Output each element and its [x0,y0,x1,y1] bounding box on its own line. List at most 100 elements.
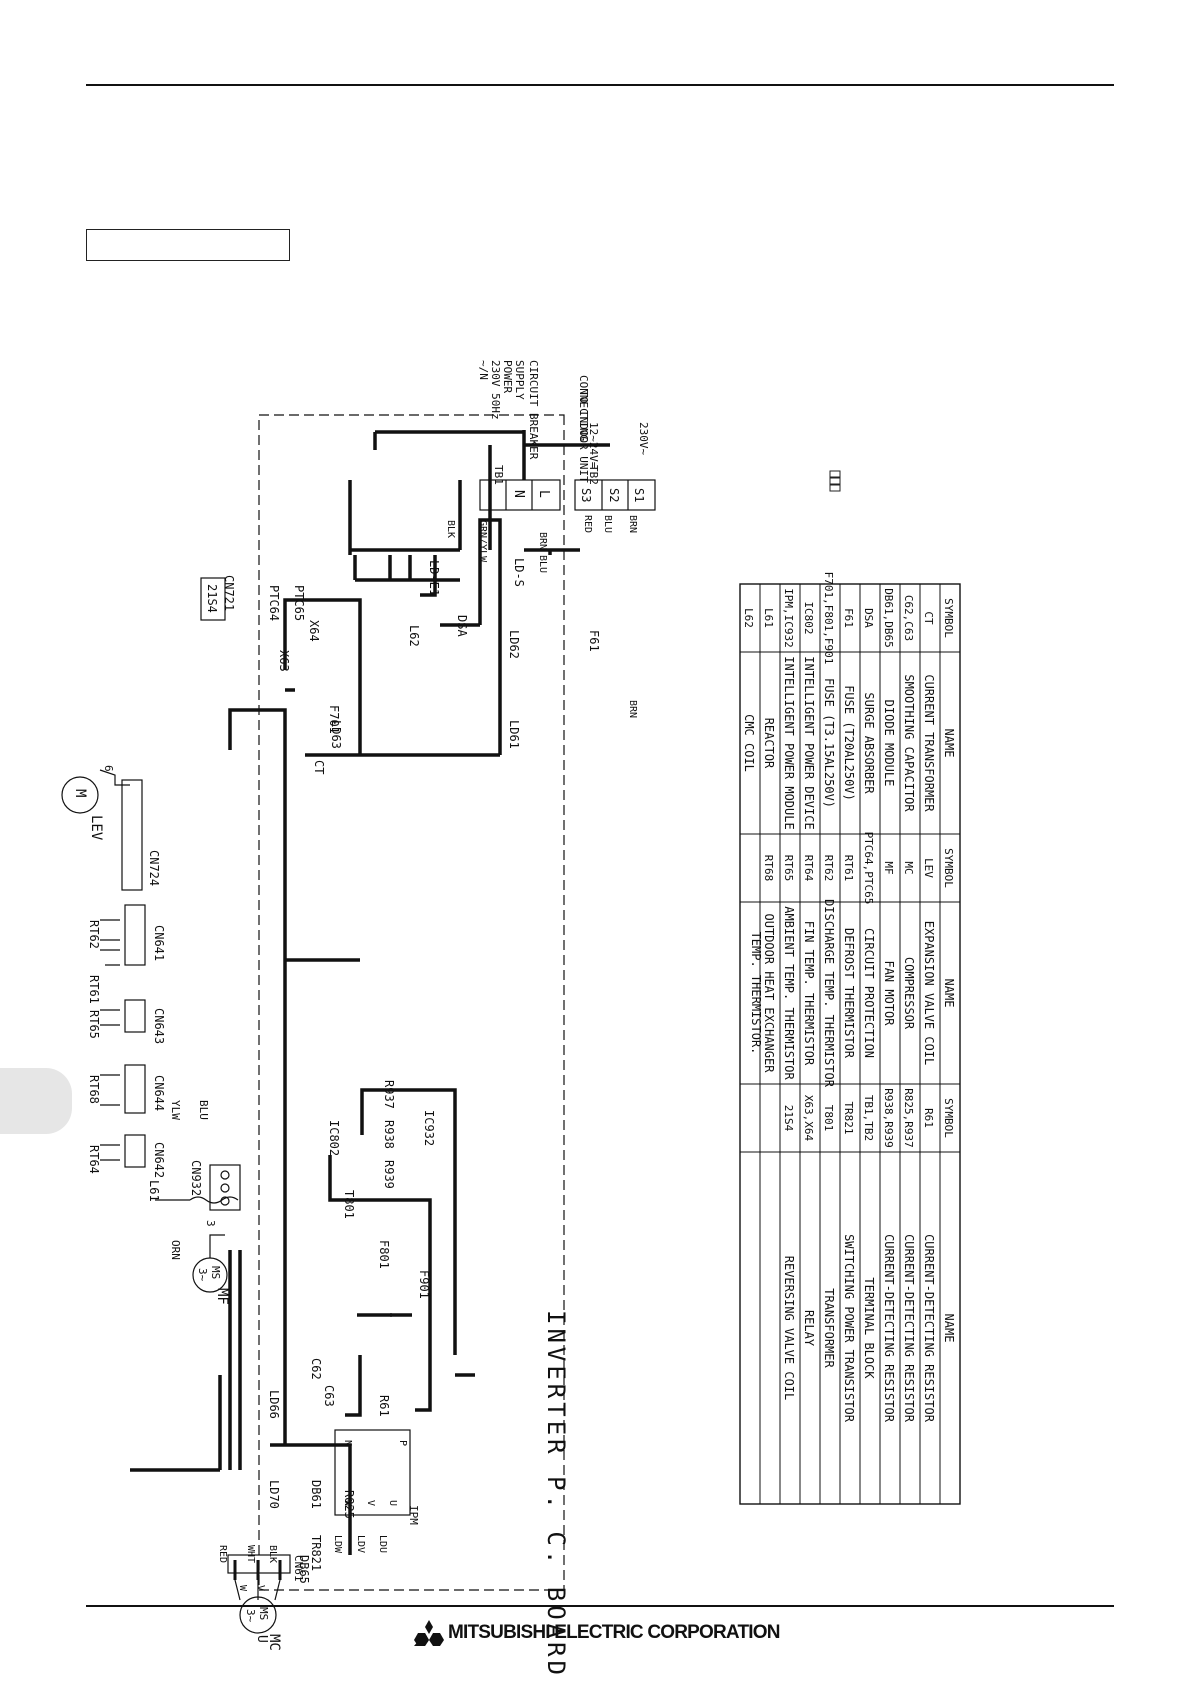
legend-cell: SMOOTHING CAPACITOR [902,674,916,812]
power-bus [348,430,610,582]
lev-count: 6 [102,765,115,772]
thermistor-connectors: CN641 RT61 RT62 CN643 RT65 CN644 RT68 CN… [87,904,166,1178]
board-border [258,414,565,1591]
legend-cell: RT65 [782,855,795,882]
legend-cell: CT [922,611,935,625]
legend-cell: REACTOR [762,718,776,769]
comp-red: RED [217,1545,228,1563]
thick-bus [130,518,502,1555]
tb1-n: N [511,490,526,498]
legend-cell: L62 [742,608,755,628]
c62-label: C62 [309,1358,323,1380]
rt64-label: RT64 [87,1145,101,1174]
l61-orn: ORN [169,1240,182,1260]
tb2-s2: S2 [607,488,621,502]
legend-cell: X63,X64 [802,1095,815,1142]
tb1-label: TB1 [492,465,505,485]
legend-cell: SURGE ABSORBER [862,692,876,794]
legend-cell: PTC64,PTC65 [862,832,875,905]
terminal-blocks: TB1 N L TB2 S3 S2 S1 [479,465,656,511]
legend-cell: LEV [922,858,935,878]
board-title: INVERTER P. C. BOARD [542,1310,570,1679]
legend-cell: COMPRESSOR [902,957,916,1030]
lds-label: LD-S [512,558,526,587]
fan-count: 3 [204,1220,217,1227]
rt68-label: RT68 [87,1075,101,1104]
ct-label: CT [312,760,326,774]
rt61-label: RT61 [87,975,101,1004]
legend-cell: DISCHARGE TEMP. THERMISTOR [822,899,836,1088]
wire-brn2: BRN [627,515,638,533]
ld63-label: LD63 [329,720,343,749]
legend-cell: CMC COIL [742,714,756,772]
indoor-1: TO INDOOR UNIT [577,390,590,483]
ptc64-label: PTC64 [267,585,281,621]
legend-cell: CURRENT-DETECTING RESISTOR [922,1234,936,1423]
reversing-valve: 21S4 [200,577,226,621]
lev-motor: M LEV 6 CN724 [61,765,161,891]
legend-cell: R938,R939 [882,1088,895,1148]
legend-cell: CURRENT TRANSFORMER [922,674,936,812]
legend-cell: DEFROST THERMISTOR [842,928,856,1059]
section-label-box [86,229,290,261]
cn721-label: CN721 [222,575,236,611]
legend-cell: AMBIENT TEMP. THERMISTOR [782,906,796,1080]
wire-blk: BLK [445,520,456,538]
small-mark [829,470,841,492]
cn644-label: CN644 [152,1075,166,1111]
compressor-connector: CN61 RED WHT BLK W V U [217,1545,305,1643]
legend-cell: TB1,TB2 [862,1095,875,1141]
lev-label: LEV [88,815,104,841]
supply-4: SUPPLY [513,360,526,400]
reactor-l61: L61 ORN YLW BLU [147,1100,239,1260]
ipm-block: IPM N W V U P LDW LDV LDU [332,1429,420,1554]
compressor-motor: MS 3~ MC [233,1560,282,1651]
legend-cell: REVERSING VALVE COIL [782,1256,796,1401]
legend-cell: RT68 [762,855,775,882]
legend-cell: TERMINAL BLOCK [862,1277,876,1379]
legend-cell: SWITCHING POWER TRANSISTOR [842,1234,856,1423]
wire-blu2: BLU [602,515,613,533]
voltage-low: 12~24V= [587,422,600,469]
wire-grnylw: GRN/YLW [477,520,488,563]
tb1-l: L [536,490,551,498]
wire-blu1: BLU [537,555,548,573]
legend-cell: NAME [942,729,956,758]
breaker-label: CIRCUIT BREAKER [527,360,540,460]
lde1-label: LD-E1 [427,560,441,596]
indoor-2: CONNECTING [577,375,590,441]
r938-label: R938 [382,1120,396,1149]
side-index-tab [0,1068,72,1134]
db61-label: DB61 [309,1480,323,1509]
fan-connector-label: CN932 [189,1160,203,1196]
supply-2: 230V 50Hz [489,360,502,420]
brand-text: MITSUBISHI ELECTRIC CORPORATION [448,1622,780,1643]
ldv-label: LDV [355,1535,366,1553]
legend-cell: R61 [922,1108,935,1128]
tb2-s1: S1 [632,488,646,502]
comp-blk: BLK [267,1545,278,1563]
legend-cell: IPM,IC932 [782,588,795,648]
legend-cell: FUSE (T20AL250V) [842,685,856,801]
legend-cell: 21S4 [782,1105,795,1132]
s4-label: 21S4 [205,584,219,613]
l61-ylw: YLW [169,1100,182,1120]
tb2-label: TB2 [587,465,600,485]
legend-cell: DIODE MODULE [882,700,896,787]
legend-text: SYMBOLNAMESYMBOLNAMESYMBOLNAMECTCURRENT … [742,572,956,1423]
legend-cell: FUSE (T3.15AL250V) [822,678,836,808]
legend-cell: SYMBOL [942,1098,955,1138]
cn641-label: CN641 [152,925,166,961]
ld61-label: LD61 [507,720,521,749]
ptc65-label: PTC65 [292,585,306,621]
ldu-label: LDU [377,1535,388,1553]
ldw-label: LDW [332,1535,343,1554]
f901-label: F901 [417,1270,431,1299]
parts-labels: LD70 LD66 DB61 DB65 TR821 R825 C63 C62 R… [222,558,601,1584]
comp-w: W [237,1585,248,1592]
legend-table: SYMBOLNAMESYMBOLNAMESYMBOLNAMECTCURRENT … [739,572,961,1505]
r61-label: R61 [377,1395,391,1417]
legend-cell: FAN MOTOR [882,960,896,1026]
legend-cell: CURRENT-DETECTING RESISTOR [882,1234,896,1423]
ipm-label: IPM [407,1505,420,1525]
